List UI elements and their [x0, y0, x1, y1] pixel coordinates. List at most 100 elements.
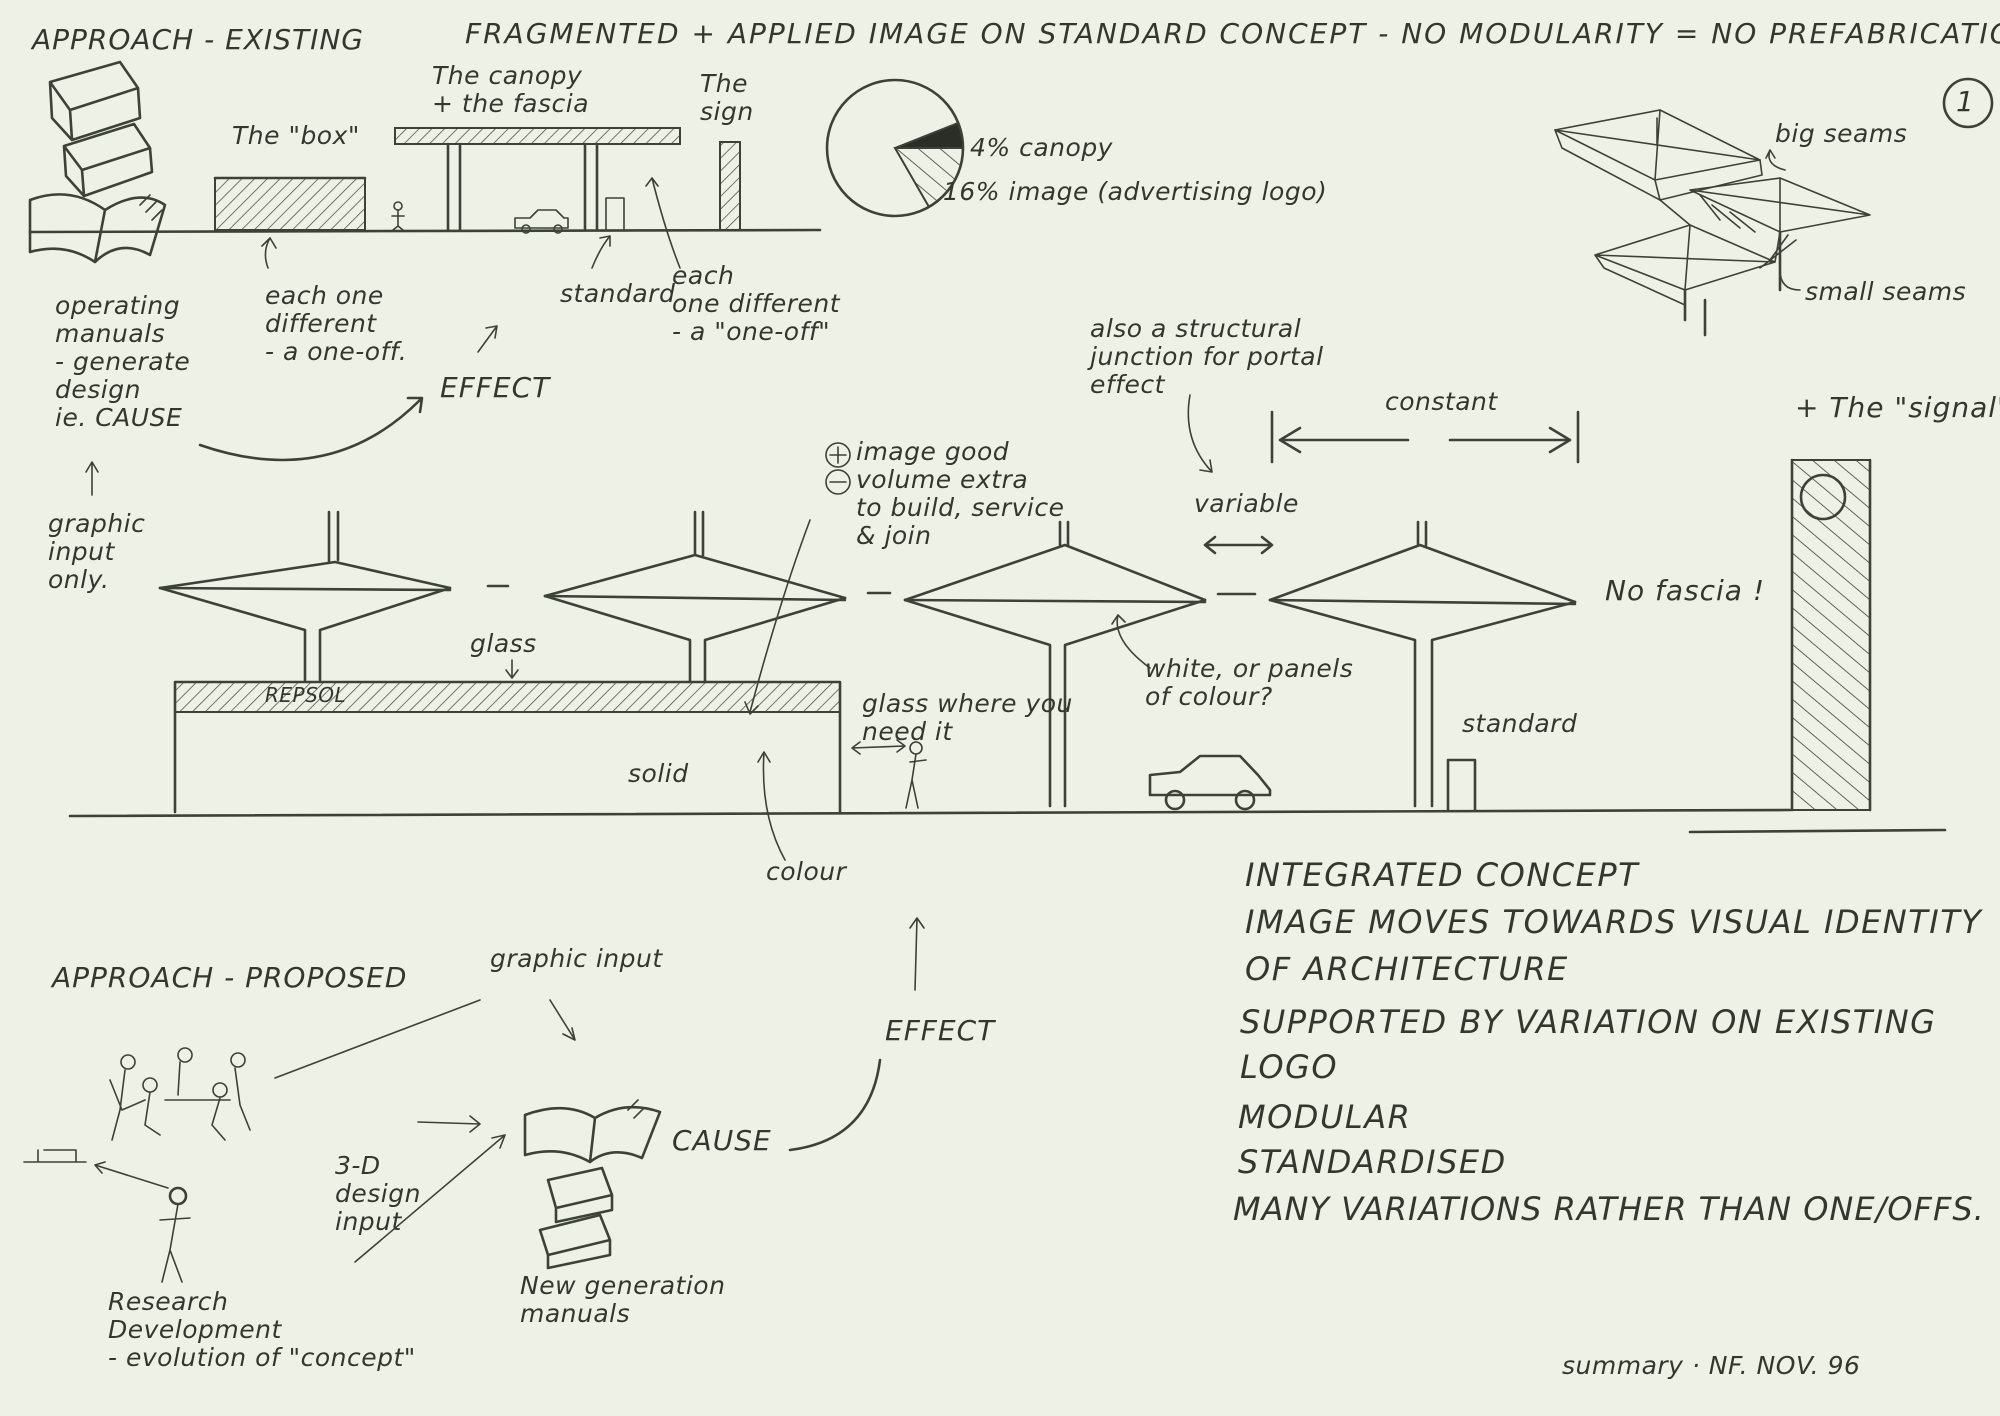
- cause-effect-arrow-top: [198, 396, 424, 462]
- arrow-volume-extra: [744, 519, 811, 715]
- existing-car-icon: [514, 209, 569, 234]
- existing-person-icon: [391, 201, 405, 231]
- existing-door: [605, 197, 625, 231]
- small-seams-label: small seams: [1805, 277, 1967, 306]
- research-development-label: Research Development - evolution of "con…: [108, 1287, 416, 1372]
- existing-canopy-fascia: [394, 127, 681, 232]
- effect-label-bottom: EFFECT: [885, 1014, 996, 1047]
- arrow-effect-up: [477, 325, 498, 353]
- arrow-effect-to-colour: [909, 917, 925, 991]
- proposed-ground-line-right: [1688, 828, 1947, 834]
- proposed-car-icon: [1148, 754, 1272, 811]
- summary-line-7: STANDARDISED: [1238, 1143, 1507, 1181]
- arrow-to-standard-door: [591, 235, 611, 269]
- summary-line-5: LOGO: [1240, 1048, 1339, 1086]
- new-manual-stack-icon: [538, 1166, 614, 1270]
- pm-symbol-plus: [825, 442, 851, 468]
- canopy-fascia-label: The canopy + the fascia: [432, 61, 590, 118]
- canopy-module-3: [903, 520, 1207, 808]
- small-station-icon: [23, 1149, 87, 1163]
- modular-canopy-diagram: [1554, 109, 1871, 337]
- effect-label-top: EFFECT: [440, 371, 551, 404]
- glass-where-note: glass where you need it: [862, 689, 1073, 746]
- canopy-module-2: [543, 510, 847, 684]
- pie-slice-canopy: [894, 121, 965, 149]
- each-one-different-label-2: each one different - a "one-off": [672, 261, 841, 346]
- arrow-researcher-to-station: [94, 1161, 169, 1189]
- canopy-seam-links: [486, 584, 1257, 596]
- shop-building: [173, 680, 842, 814]
- arrow-design-input: [354, 1134, 506, 1263]
- proposed-person-icon: [905, 741, 927, 809]
- open-manual-icon: [28, 193, 167, 264]
- volume-extra-note: volume extra to build, service & join: [856, 465, 1065, 550]
- pm-symbol-minus: [825, 469, 851, 495]
- glass-label: glass: [470, 629, 537, 658]
- headline: FRAGMENTED + APPLIED IMAGE ON STANDARD C…: [465, 17, 2000, 50]
- signal-pylon: [1790, 458, 1872, 812]
- colour-label: colour: [766, 857, 847, 886]
- stacked-books-icon: [48, 60, 154, 198]
- existing-ground-line: [28, 228, 822, 234]
- page-number: 1: [1956, 85, 1975, 118]
- page-number-circle: [1942, 77, 1994, 129]
- arrow-graphic-input-down: [549, 999, 576, 1041]
- variable-dimension-arrow: [1203, 535, 1274, 555]
- white-panels-note: white, or panels of colour?: [1145, 654, 1354, 711]
- summary-line-3: OF ARCHITECTURE: [1245, 950, 1569, 988]
- arrow-glass-where: [851, 739, 906, 755]
- arrow-graphic-input-up: [85, 461, 99, 496]
- approach-existing-title: APPROACH - EXISTING: [32, 23, 364, 56]
- pie-label-canopy: 4% canopy: [970, 133, 1113, 162]
- arrow-structural-junction: [1187, 394, 1213, 473]
- cause-effect-arrow-bottom: [788, 1058, 882, 1152]
- operating-manuals-label: operating manuals - generate design ie. …: [55, 291, 191, 432]
- pie-slice-image: [893, 147, 965, 209]
- proposed-door: [1446, 758, 1477, 812]
- arrow-to-box: [261, 237, 277, 269]
- researcher-figure: [159, 1186, 191, 1283]
- signal-label: + The "signal": [1795, 391, 2000, 424]
- variable-label: variable: [1194, 489, 1299, 518]
- cause-label: CAUSE: [672, 1124, 772, 1157]
- canopy-module-4: [1268, 520, 1577, 808]
- summary-line-1: INTEGRATED CONCEPT: [1245, 856, 1640, 894]
- standard-label-proposed: standard: [1462, 709, 1578, 738]
- research-team-figures: [109, 1047, 251, 1141]
- new-generation-manuals-label: New generation manuals: [520, 1271, 726, 1328]
- repsol-label: REPSOL: [265, 683, 347, 707]
- arrow-team-to-manual: [417, 1115, 481, 1133]
- summary-line-4: SUPPORTED BY VARIATION ON EXISTING: [1240, 1003, 1937, 1041]
- arrow-white-panels: [1111, 614, 1151, 669]
- existing-sign-pylon: [719, 141, 741, 231]
- constant-dimension-arrow: [1270, 410, 1580, 464]
- graphic-input-label: graphic input: [490, 944, 663, 973]
- canopy-module-1: [158, 510, 452, 682]
- graphic-input-only-label: graphic input only.: [48, 509, 146, 594]
- summary-line-6: MODULAR: [1238, 1098, 1412, 1136]
- arrow-glass-label: [505, 659, 519, 679]
- standard-label-existing: standard: [560, 279, 676, 308]
- pie-label-image: 16% image (advertising logo): [943, 177, 1328, 206]
- arrow-colour: [757, 751, 786, 861]
- proposed-ground-line: [68, 808, 1792, 818]
- box-label: The "box": [232, 121, 360, 150]
- signature: summary · NF. NOV. 96: [1562, 1351, 1861, 1380]
- sign-label: The sign: [700, 69, 754, 126]
- no-fascia-label: No fascia !: [1605, 574, 1766, 607]
- big-seams-label: big seams: [1775, 119, 1908, 148]
- design-input-label: 3-D design input: [335, 1151, 421, 1236]
- pie-chart: [825, 78, 965, 218]
- summary-line-8: MANY VARIATIONS RATHER THAN ONE/OFFS.: [1233, 1190, 1985, 1228]
- line-team-to-graphic-input: [274, 999, 481, 1079]
- solid-label: solid: [628, 759, 689, 788]
- summary-line-2: IMAGE MOVES TOWARDS VISUAL IDENTITY: [1245, 903, 1983, 941]
- new-manual-open-icon: [523, 1099, 662, 1164]
- existing-box-building: [213, 176, 367, 231]
- each-one-different-label-1: each one different - a one-off.: [265, 281, 408, 366]
- approach-proposed-title: APPROACH - PROPOSED: [52, 961, 408, 994]
- image-good-note: image good: [856, 437, 1010, 466]
- constant-label: constant: [1385, 387, 1498, 416]
